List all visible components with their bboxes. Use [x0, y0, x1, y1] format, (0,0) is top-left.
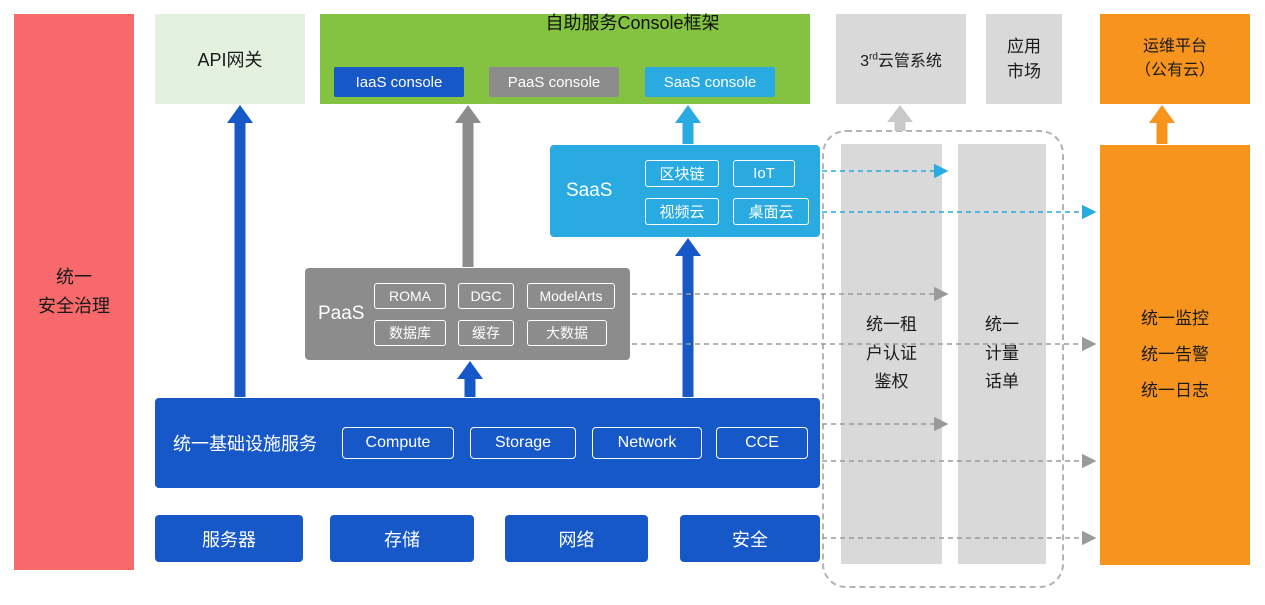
hw-servers-box: 服务器	[155, 515, 303, 562]
arrow-paas-to-console	[455, 105, 481, 267]
paas-item-roma: ROMA	[374, 283, 446, 309]
infra-item-compute: Compute	[342, 427, 454, 459]
paas-item-dgc: DGC	[458, 283, 514, 309]
tenant-auth-label: 统一租 户认证 鉴权	[866, 314, 917, 392]
hw-network-box: 网络	[505, 515, 648, 562]
paas-layer-label: PaaS	[318, 303, 365, 324]
arrow-saas-to-saas-console	[675, 105, 701, 144]
om-platform-box: 运维平台 （公有云）	[1100, 14, 1250, 104]
paas-item-database: 数据库	[374, 320, 446, 346]
arrow-infra-to-api-gateway	[227, 105, 253, 397]
third-party-cloud-box: 3rd云管系统	[836, 14, 966, 104]
iaas-console-label: IaaS console	[355, 73, 443, 91]
saas-item-blockchain: 区块链	[645, 160, 719, 187]
shared-services-dashed-panel	[822, 130, 1064, 588]
saas-item-video-cloud: 视频云	[645, 198, 719, 225]
app-market-box: 应用 市场	[986, 14, 1062, 104]
api-gateway-box: API网关	[155, 14, 305, 104]
security-governance-label: 统一 安全治理	[38, 267, 110, 316]
metering-label: 统一 计量 话单	[985, 314, 1019, 392]
app-market-label: 应用 市场	[1007, 36, 1041, 82]
hw-security-box: 安全	[680, 515, 820, 562]
arrow-monitor-to-om-platform	[1149, 105, 1175, 144]
paas-item-cache: 缓存	[458, 320, 514, 346]
infra-item-network: Network	[592, 427, 702, 459]
paas-console-label: PaaS console	[507, 73, 601, 91]
om-platform-label: 运维平台 （公有云）	[1134, 38, 1215, 79]
infrastructure-layer-label: 统一基础设施服务	[173, 434, 317, 454]
arrow-panel-to-third-party-cloud	[887, 105, 913, 131]
paas-console-chip: PaaS console	[489, 67, 619, 97]
infra-item-cce: CCE	[716, 427, 808, 459]
iaas-console-chip: IaaS console	[334, 67, 464, 97]
saas-console-chip: SaaS console	[645, 67, 775, 97]
saas-console-label: SaaS console	[663, 73, 757, 91]
console-framework-title: 自助服务Console框架	[545, 13, 720, 33]
third-party-cloud-label: 3rd云管系统	[860, 51, 942, 70]
hw-storage-box: 存储	[330, 515, 474, 562]
saas-layer-label: SaaS	[566, 180, 613, 201]
monitoring-bar: 统一监控 统一告警 统一日志	[1100, 145, 1250, 565]
infrastructure-layer-box	[155, 398, 820, 488]
saas-item-iot: IoT	[733, 160, 795, 187]
paas-item-modelarts: ModelArts	[527, 283, 615, 309]
arrow-infra-to-saas	[675, 238, 701, 397]
paas-item-bigdata: 大数据	[527, 320, 607, 346]
tenant-auth-bar: 统一租 户认证 鉴权	[841, 144, 942, 564]
infra-item-storage: Storage	[470, 427, 576, 459]
saas-item-desktop-cloud: 桌面云	[733, 198, 809, 225]
api-gateway-label: API网关	[197, 50, 263, 70]
arrow-infra-to-paas	[457, 361, 483, 397]
monitoring-label: 统一监控 统一告警 统一日志	[1141, 309, 1209, 400]
security-governance-bar: 统一 安全治理	[14, 14, 134, 570]
metering-bar: 统一 计量 话单	[958, 144, 1046, 564]
